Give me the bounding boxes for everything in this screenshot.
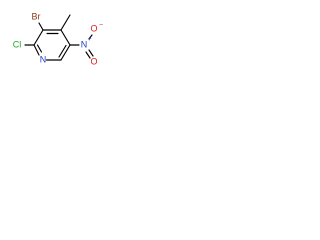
nitro-double-oxygen-atom-label: O [90, 56, 97, 66]
nitro-nitrogen-atom-label: N [81, 39, 88, 49]
bond-c5-c6 [60, 44, 71, 61]
bromine-atom-label: Br [32, 11, 41, 21]
nitro-nitrogen-positive-charge: + [87, 36, 91, 43]
bond-nitro-o-double-b [85, 51, 91, 59]
bond-n1-c2-inner [36, 44, 43, 53]
bond-c2-c3 [33, 29, 44, 46]
nitro-single-oxygen-atom-label: O [90, 23, 97, 33]
chlorine-atom-label: Cl [13, 39, 22, 49]
chemical-structure-diagram: Br Cl N N + O − O [13, 11, 103, 66]
bond-n1-c2 [33, 44, 40, 56]
bond-nitro-o-double-a [88, 49, 94, 57]
ring-nitrogen-atom-label: N [40, 54, 47, 64]
bond-c3-br [38, 22, 44, 31]
oxygen-negative-charge: − [99, 22, 103, 29]
bond-c4-methyl [60, 14, 71, 31]
bond-nitro-o-single [88, 34, 93, 40]
bond-c5-c6-inner [58, 44, 67, 58]
bond-c4-c5 [60, 29, 71, 46]
